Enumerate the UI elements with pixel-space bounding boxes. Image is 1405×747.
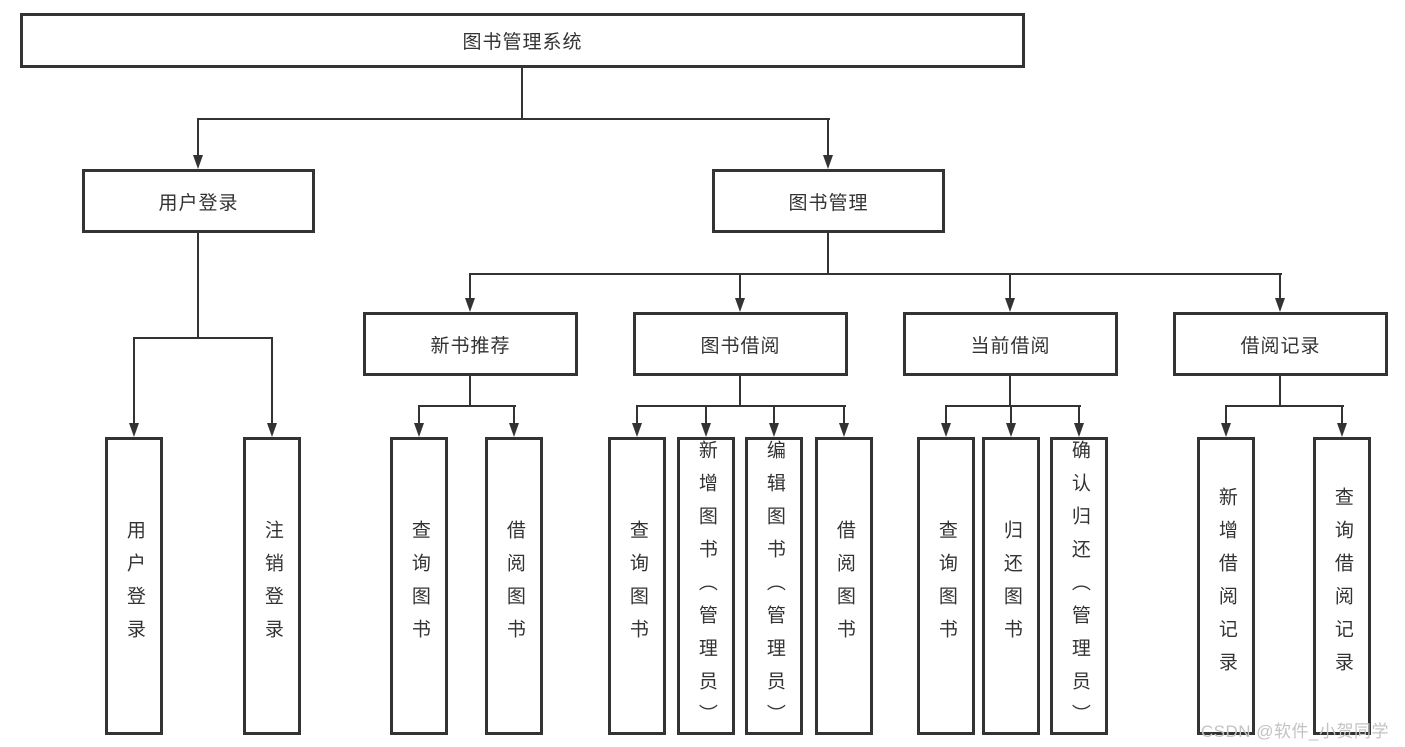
leaf-logout-label: 注销登录 (261, 520, 283, 652)
connector-line (1078, 405, 1080, 425)
node-book-management-label: 图书管理 (788, 192, 869, 214)
leaf-query-books-borrowing-label: 查询图书 (626, 520, 648, 652)
arrowhead-icon (735, 298, 745, 312)
leaf-borrow-books-recommend-label: 借阅图书 (503, 520, 525, 652)
leaf-query-books-recommend: 查询图书 (390, 437, 448, 735)
arrowhead-icon (509, 423, 519, 437)
arrowhead-icon (1337, 423, 1347, 437)
connector-line (945, 405, 947, 425)
connector-line (1010, 405, 1012, 425)
leaf-borrow-books-recommend: 借阅图书 (485, 437, 543, 735)
leaf-edit-book-admin-label: 编辑图书（管理员） (763, 440, 785, 737)
connector-line (418, 405, 420, 425)
connector-line (705, 405, 707, 425)
node-user-login: 用户登录 (82, 169, 315, 233)
arrowhead-icon (839, 423, 849, 437)
leaf-add-borrow-record-label: 新增借阅记录 (1215, 487, 1237, 685)
node-new-book-recommend: 新书推荐 (363, 312, 578, 376)
leaf-confirm-return-admin-label: 确认归还（管理员） (1068, 440, 1090, 737)
leaf-confirm-return-admin: 确认归还（管理员） (1050, 437, 1108, 737)
connector-line (739, 376, 741, 407)
arrowhead-icon (1006, 423, 1016, 437)
leaf-borrow-books-borrowing: 借阅图书 (815, 437, 873, 735)
arrowhead-icon (701, 423, 711, 437)
node-borrowing-records-label: 借阅记录 (1240, 335, 1321, 357)
leaf-borrow-books-borrowing-label: 借阅图书 (833, 520, 855, 652)
node-new-book-recommend-label: 新书推荐 (430, 335, 511, 357)
connector-line (1009, 376, 1011, 407)
connector-line (197, 233, 199, 339)
connector-line (773, 405, 775, 425)
leaf-query-borrow-record: 查询借阅记录 (1313, 437, 1371, 735)
node-book-management: 图书管理 (712, 169, 945, 233)
connector-line (469, 273, 1282, 275)
arrowhead-icon (632, 423, 642, 437)
connector-line (197, 118, 199, 158)
arrowhead-icon (465, 298, 475, 312)
connector-line (827, 233, 829, 275)
leaf-return-books-label: 归还图书 (1000, 520, 1022, 652)
connector-line (827, 118, 829, 158)
arrowhead-icon (1275, 298, 1285, 312)
arrowhead-icon (941, 423, 951, 437)
arrowhead-icon (414, 423, 424, 437)
arrowhead-icon (267, 423, 277, 437)
arrowhead-icon (1005, 298, 1015, 312)
arrowhead-icon (1074, 423, 1084, 437)
leaf-add-book-admin-label: 新增图书（管理员） (695, 440, 717, 737)
node-root: 图书管理系统 (20, 13, 1025, 68)
leaf-query-books-current-label: 查询图书 (935, 520, 957, 652)
csdn-watermark: CSDN @软件_小贺同学 (1200, 722, 1389, 741)
connector-line (513, 405, 515, 425)
arrowhead-icon (769, 423, 779, 437)
leaf-user-login: 用户登录 (105, 437, 163, 735)
node-borrowing-records: 借阅记录 (1173, 312, 1388, 376)
node-root-label: 图书管理系统 (462, 32, 583, 53)
node-current-borrowing-label: 当前借阅 (970, 335, 1051, 357)
leaf-query-books-borrowing: 查询图书 (608, 437, 666, 735)
leaf-user-login-label: 用户登录 (123, 520, 145, 652)
arrowhead-icon (129, 423, 139, 437)
connector-line (945, 405, 1081, 407)
connector-line (1225, 405, 1227, 425)
connector-line (469, 376, 471, 407)
leaf-query-books-current: 查询图书 (917, 437, 975, 735)
arrowhead-icon (1221, 423, 1231, 437)
connector-line (1225, 405, 1344, 407)
connector-line (1009, 273, 1011, 300)
arrowhead-icon (193, 155, 203, 169)
leaf-return-books: 归还图书 (982, 437, 1040, 735)
leaf-add-book-admin: 新增图书（管理员） (677, 437, 735, 737)
leaf-query-books-recommend-label: 查询图书 (408, 520, 430, 652)
leaf-edit-book-admin: 编辑图书（管理员） (745, 437, 803, 737)
connector-line (1341, 405, 1343, 425)
connector-line (636, 405, 638, 425)
connector-line (133, 337, 273, 339)
leaf-add-borrow-record: 新增借阅记录 (1197, 437, 1255, 735)
node-book-borrowing: 图书借阅 (633, 312, 848, 376)
node-user-login-label: 用户登录 (158, 192, 239, 214)
connector-line (418, 405, 516, 407)
connector-line (197, 118, 830, 120)
connector-line (521, 68, 523, 120)
connector-line (469, 273, 471, 300)
connector-line (271, 337, 273, 425)
leaf-query-borrow-record-label: 查询借阅记录 (1331, 487, 1353, 685)
connector-line (133, 337, 135, 425)
arrowhead-icon (823, 155, 833, 169)
connector-line (739, 273, 741, 300)
connector-line (1279, 376, 1281, 407)
connector-line (1279, 273, 1281, 300)
node-book-borrowing-label: 图书借阅 (700, 335, 781, 357)
leaf-logout: 注销登录 (243, 437, 301, 735)
node-current-borrowing: 当前借阅 (903, 312, 1118, 376)
connector-line (636, 405, 846, 407)
connector-line (843, 405, 845, 425)
